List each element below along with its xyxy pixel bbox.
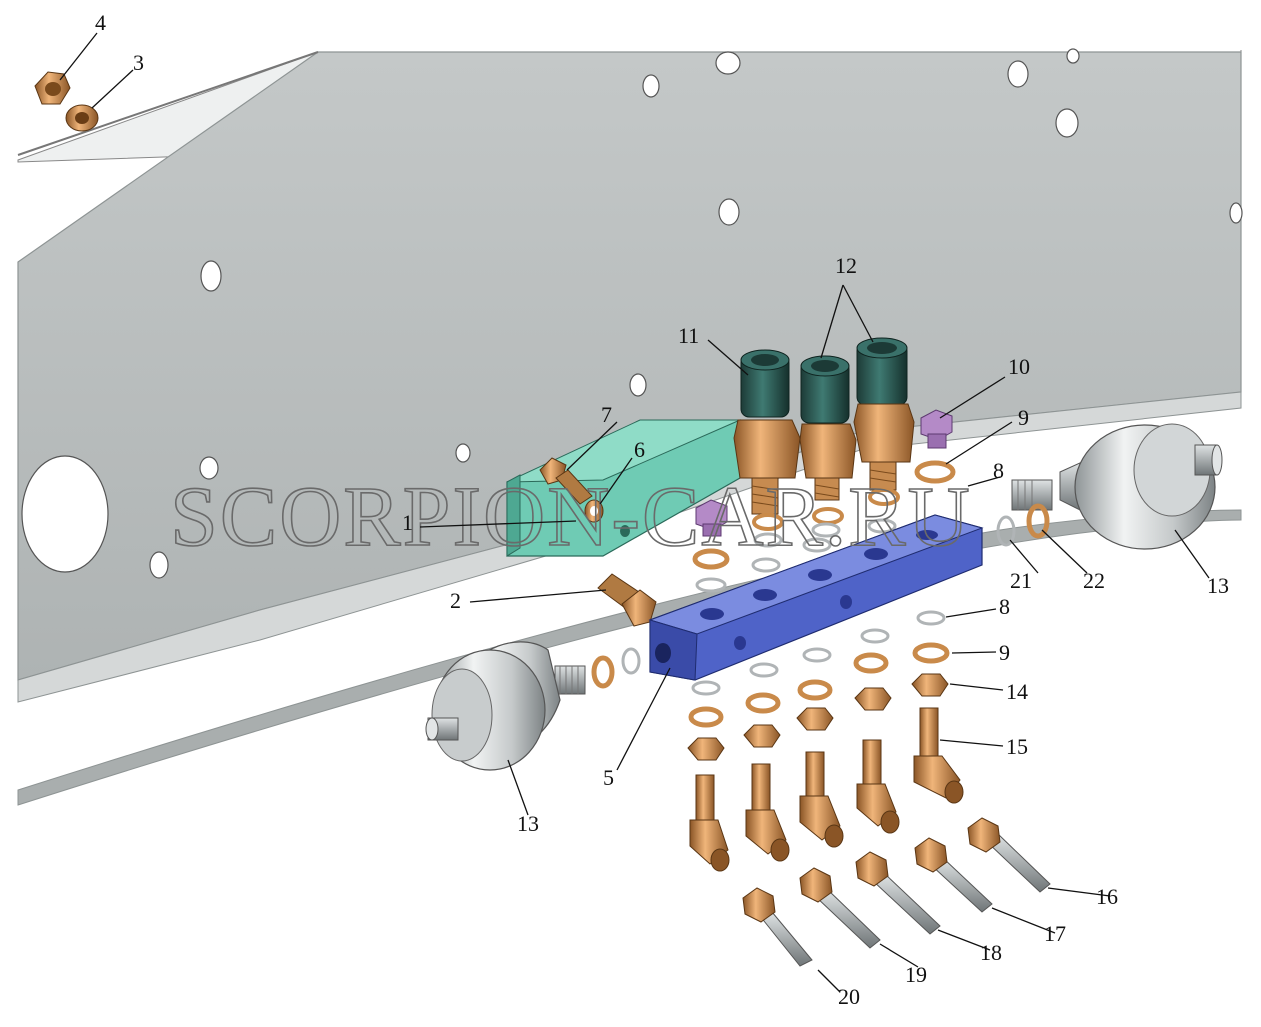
pressure-sensor-left-part-13 [425,641,586,771]
watermark: SCORPION-CAR.RU [170,468,972,564]
manifold-block-part-5 [648,514,984,681]
frame-holes [21,48,1243,579]
callout-7: 7 [601,402,612,427]
washers-right-sensor [996,503,1050,547]
washers-left-sensor [591,647,641,689]
callout-16: 16 [1096,884,1118,909]
elbow-fittings-part-15 [689,707,964,872]
callout-15: 15 [1006,734,1028,759]
sealing-rings [692,460,956,664]
bolt-part-7 [539,457,593,505]
frame-rail [17,50,1242,806]
tube-connectors-part-16-20 [742,817,1051,967]
callout-20: 20 [838,984,860,1009]
callout-labels: 1 2 3 4 5 6 7 8 8 9 9 10 11 12 13 13 14 … [95,10,1229,1009]
callout-8-upper: 8 [993,458,1004,483]
callout-19: 19 [905,962,927,987]
nut-part-3 [65,104,99,132]
callout-4: 4 [95,10,106,35]
callout-13-right: 13 [1207,573,1229,598]
callout-1: 1 [402,510,413,535]
callout-2: 2 [450,588,461,613]
leader-lines [59,32,1210,993]
callout-17: 17 [1044,921,1066,946]
callout-9-upper: 9 [1018,405,1029,430]
plug-part-10 [695,409,953,537]
pressure-sensors-part-11-12 [733,337,915,515]
lower-washers-nuts [687,628,949,761]
callout-14: 14 [1006,679,1028,704]
callout-3: 3 [133,50,144,75]
callout-18: 18 [980,940,1002,965]
callout-13-left: 13 [517,811,539,836]
nut-part-4 [34,71,71,105]
callout-9-lower: 9 [999,640,1010,665]
callout-22: 22 [1083,568,1105,593]
pressure-sensor-right-part-13 [1011,423,1223,550]
bolt-part-2 [597,573,657,627]
callout-5: 5 [603,765,614,790]
callout-6: 6 [634,437,645,462]
washer-part-6 [584,499,604,523]
callout-21: 21 [1010,568,1032,593]
callout-12: 12 [835,253,857,278]
callout-8-lower: 8 [999,594,1010,619]
callout-10: 10 [1008,354,1030,379]
callout-11: 11 [678,323,699,348]
